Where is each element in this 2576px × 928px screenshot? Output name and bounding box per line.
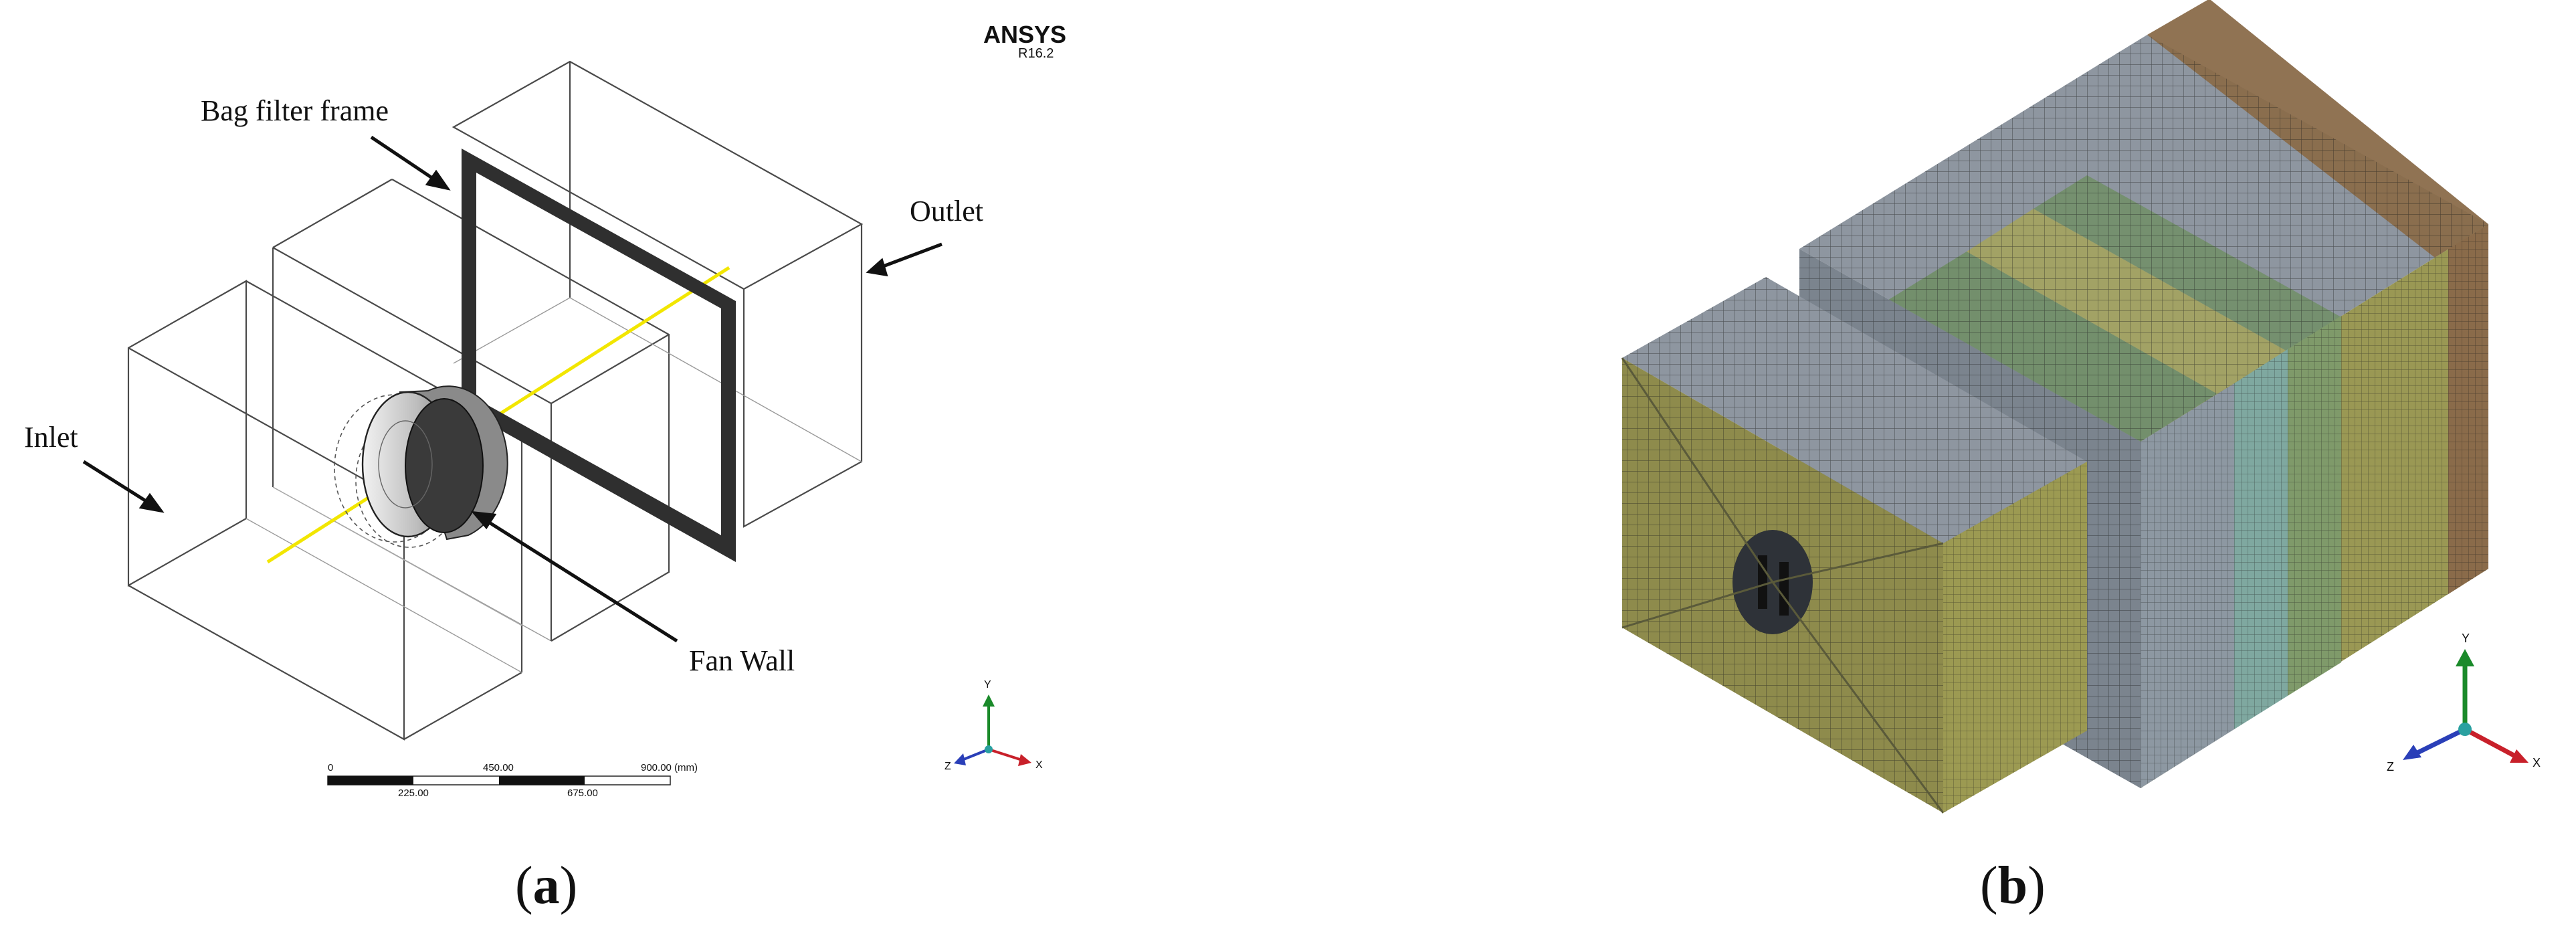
ansys-logo: ANSYS xyxy=(983,21,1066,48)
scale-tick-900: 900.00 (mm) xyxy=(641,762,698,773)
scale-tick-675: 675.00 xyxy=(567,787,598,799)
axis-a-z-label: Z xyxy=(945,761,951,772)
svg-text:(a): (a) xyxy=(515,856,577,915)
axis-b-z-label: Z xyxy=(2387,760,2394,773)
mesh-inlet-front xyxy=(1621,357,1945,814)
caption-a: (a) xyxy=(515,856,577,915)
ansys-version: R16.2 xyxy=(1018,46,1054,61)
caption-b: (b) xyxy=(1980,856,2046,915)
label-inlet: Inlet xyxy=(24,421,78,454)
mesh-inlet-side xyxy=(1943,462,2087,813)
bag-filter-frame xyxy=(462,149,736,562)
mesh-main-side xyxy=(2141,224,2488,788)
label-bag-filter-frame: Bag filter frame xyxy=(201,94,389,127)
fan-wall xyxy=(334,385,508,548)
outlet-box-wireframe xyxy=(452,60,864,528)
label-arrows xyxy=(82,135,943,643)
scale-tick-0: 0 xyxy=(328,762,333,773)
inlet-box-wireframe xyxy=(127,280,523,741)
panel-b-mesh: Y X Z (b) xyxy=(1621,0,2541,915)
mesh-inlet-top xyxy=(1622,277,2087,543)
svg-text:(b): (b) xyxy=(1980,856,2046,915)
axis-b-x-label: X xyxy=(2533,756,2541,769)
axis-b-y-label: Y xyxy=(2462,632,2470,645)
axis-a-x-label: X xyxy=(1035,759,1043,771)
axis-triad-a: Y X Z xyxy=(945,679,1043,772)
axis-triad-b: Y X Z xyxy=(2387,632,2541,773)
label-fan-wall: Fan Wall xyxy=(689,644,795,677)
scale-tick-225: 225.00 xyxy=(398,787,429,799)
label-outlet: Outlet xyxy=(910,195,983,227)
scale-tick-450: 450.00 xyxy=(483,762,514,773)
panel-a-geometry: ANSYS R16.2 xyxy=(24,21,1066,915)
axis-a-y-label: Y xyxy=(984,679,991,690)
scale-bar: 0 450.00 900.00 (mm) 225.00 675.00 xyxy=(327,762,698,799)
